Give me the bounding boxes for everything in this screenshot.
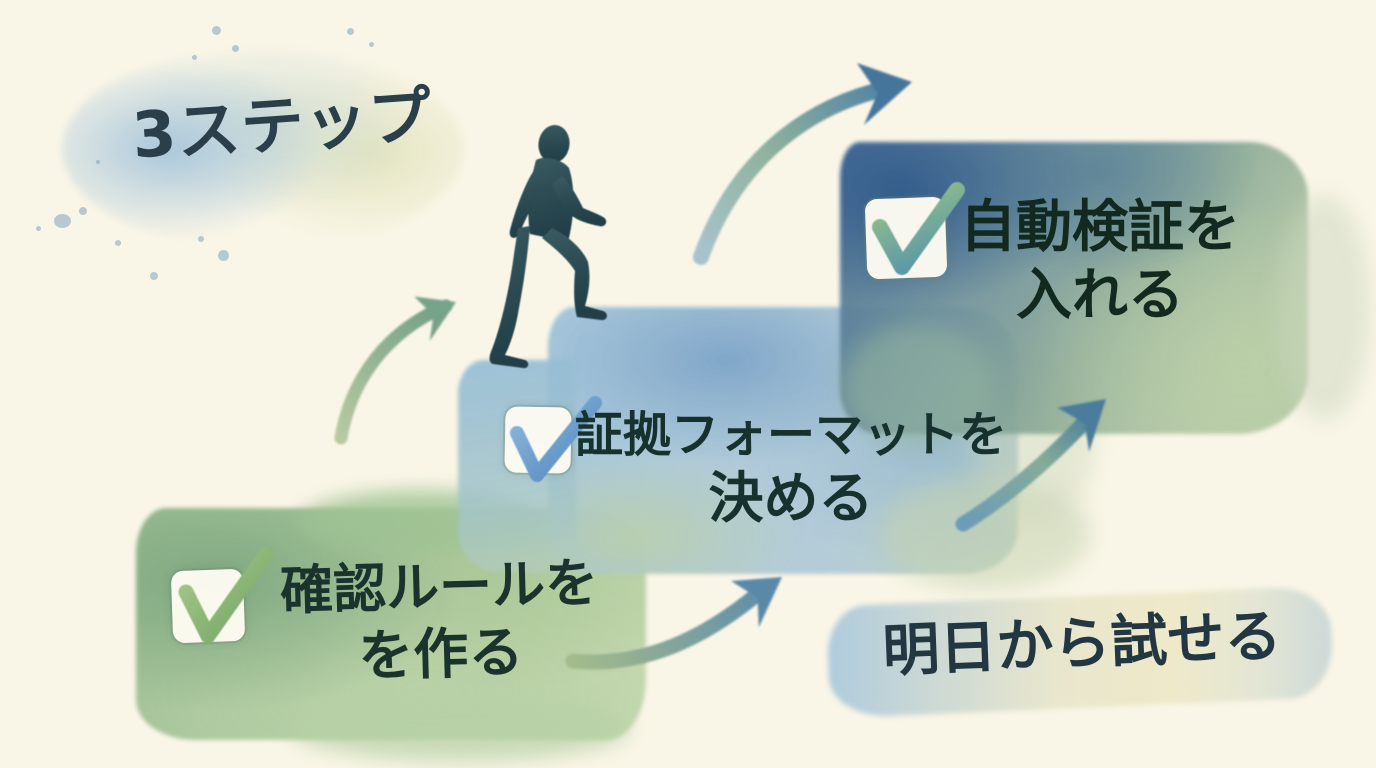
splatter-dot-icon [79, 207, 87, 215]
decorative-wash-lobe [1278, 195, 1370, 420]
step-1-label: 確認ルールを を作る [236, 551, 643, 693]
step-3-label-line1: 自動検証を [960, 195, 1240, 260]
checkmark-icon [510, 396, 602, 482]
step-3-label-line2: 入れる [1016, 263, 1184, 329]
step-2-label-line2: 決める [708, 465, 874, 530]
splatter-dot-icon [198, 236, 204, 242]
arrow-step1-icon [334, 296, 456, 445]
checkmark-icon [872, 182, 965, 275]
splatter-dot-icon [192, 55, 197, 60]
step-2-label: 証拠フォーマットを 決める [575, 406, 1007, 532]
arrow-step1-to-step2-icon [565, 577, 782, 670]
arrow-step2-icon [693, 63, 912, 265]
arrow-step3-icon [955, 399, 1106, 532]
step-3-label: 自動検証を 入れる [928, 194, 1272, 331]
checkmark-icon [178, 546, 274, 644]
splatter-dot-icon [115, 240, 121, 246]
step-1-label-line1: 確認ルールを [279, 552, 599, 623]
decorative-wash-lobe [290, 695, 630, 761]
title-wash [62, 48, 464, 250]
person-climbing-stairs-icon [489, 125, 607, 369]
splatter-dot-icon [96, 160, 100, 164]
splatter-dot-icon [150, 272, 158, 280]
decorative-wash-lobe [880, 478, 1090, 590]
splatter-dot-icon [232, 45, 239, 52]
splatter-dot-icon [218, 250, 229, 261]
splatter-dot-icon [54, 214, 71, 228]
splatter-dot-icon [36, 226, 41, 231]
splatter-dot-icon [369, 42, 374, 47]
step-2-label-line1: 証拠フォーマットを [575, 407, 1008, 463]
splatter-dot-icon [212, 26, 221, 35]
splatter-dot-icon [347, 28, 354, 35]
decorative-wash-lobe [842, 325, 992, 447]
step-1-label-line2: を作る [357, 619, 525, 688]
